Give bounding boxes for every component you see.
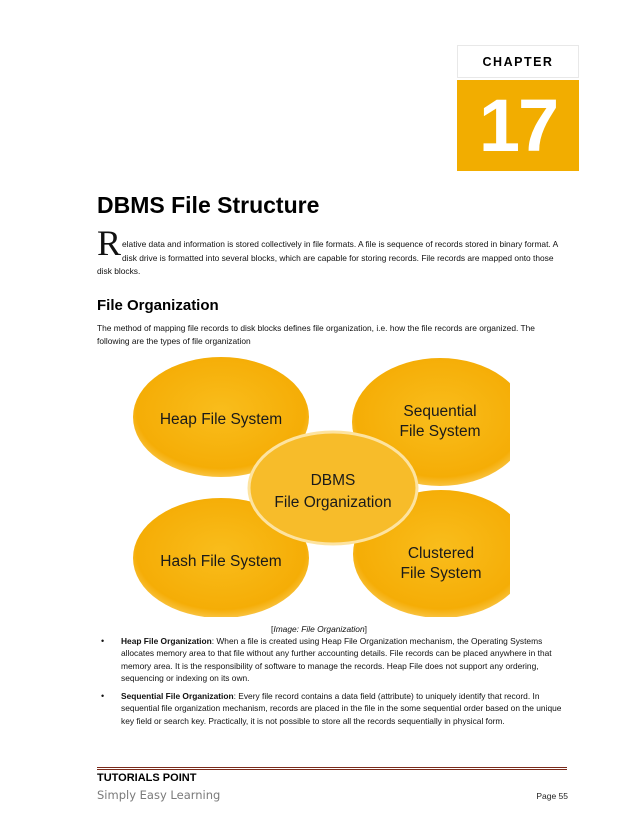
bullet-dot: • bbox=[101, 691, 105, 702]
figure-caption: [Image: File Organization] bbox=[271, 624, 367, 634]
sequential-label-1: Sequential bbox=[403, 403, 476, 420]
section-heading: File Organization bbox=[97, 297, 219, 314]
hash-ellipse bbox=[133, 498, 309, 617]
bullet-dot: • bbox=[101, 636, 105, 646]
chapter-label: CHAPTER bbox=[457, 45, 579, 78]
bullet-label: Heap File Organization bbox=[121, 636, 212, 646]
drop-cap: R bbox=[97, 223, 122, 263]
intro-paragraph: R elative data and information is stored… bbox=[97, 223, 567, 279]
footer-tagline: Simply Easy Learning bbox=[97, 788, 221, 802]
clustered-label-1: Clustered bbox=[408, 545, 474, 562]
section-paragraph: The method of mapping file records to di… bbox=[97, 323, 535, 346]
center-label-2: File Organization bbox=[274, 494, 391, 511]
hash-label: Hash File System bbox=[160, 553, 281, 570]
clustered-label-2: File System bbox=[401, 565, 482, 582]
footer-brand: TUTORIALS POINT bbox=[97, 772, 197, 784]
bullet-text: : When a file is created using Heap File… bbox=[121, 636, 552, 683]
chapter-number: 17 bbox=[457, 80, 579, 171]
list-item: • Sequential File Organization: Every fi… bbox=[97, 690, 567, 727]
heap-label: Heap File System bbox=[160, 411, 282, 428]
center-label-1: DBMS bbox=[311, 472, 356, 489]
footer-rule bbox=[97, 767, 567, 770]
bullet-label: Sequential File Organization bbox=[121, 691, 234, 702]
center-ellipse bbox=[247, 430, 419, 546]
page-title: DBMS File Structure bbox=[97, 192, 320, 218]
intro-text: elative data and information is stored c… bbox=[97, 239, 558, 276]
bullet-text: : Every file record contains a data fiel… bbox=[121, 691, 562, 726]
page-number: Page 55 bbox=[536, 791, 568, 801]
heap-ellipse bbox=[133, 357, 309, 477]
bullet-list: • Heap File Organization: When a file is… bbox=[97, 635, 567, 733]
list-item: • Heap File Organization: When a file is… bbox=[97, 635, 567, 684]
sequential-label-2: File System bbox=[400, 423, 481, 440]
file-organization-diagram: Heap File System Sequential File System … bbox=[133, 357, 510, 617]
